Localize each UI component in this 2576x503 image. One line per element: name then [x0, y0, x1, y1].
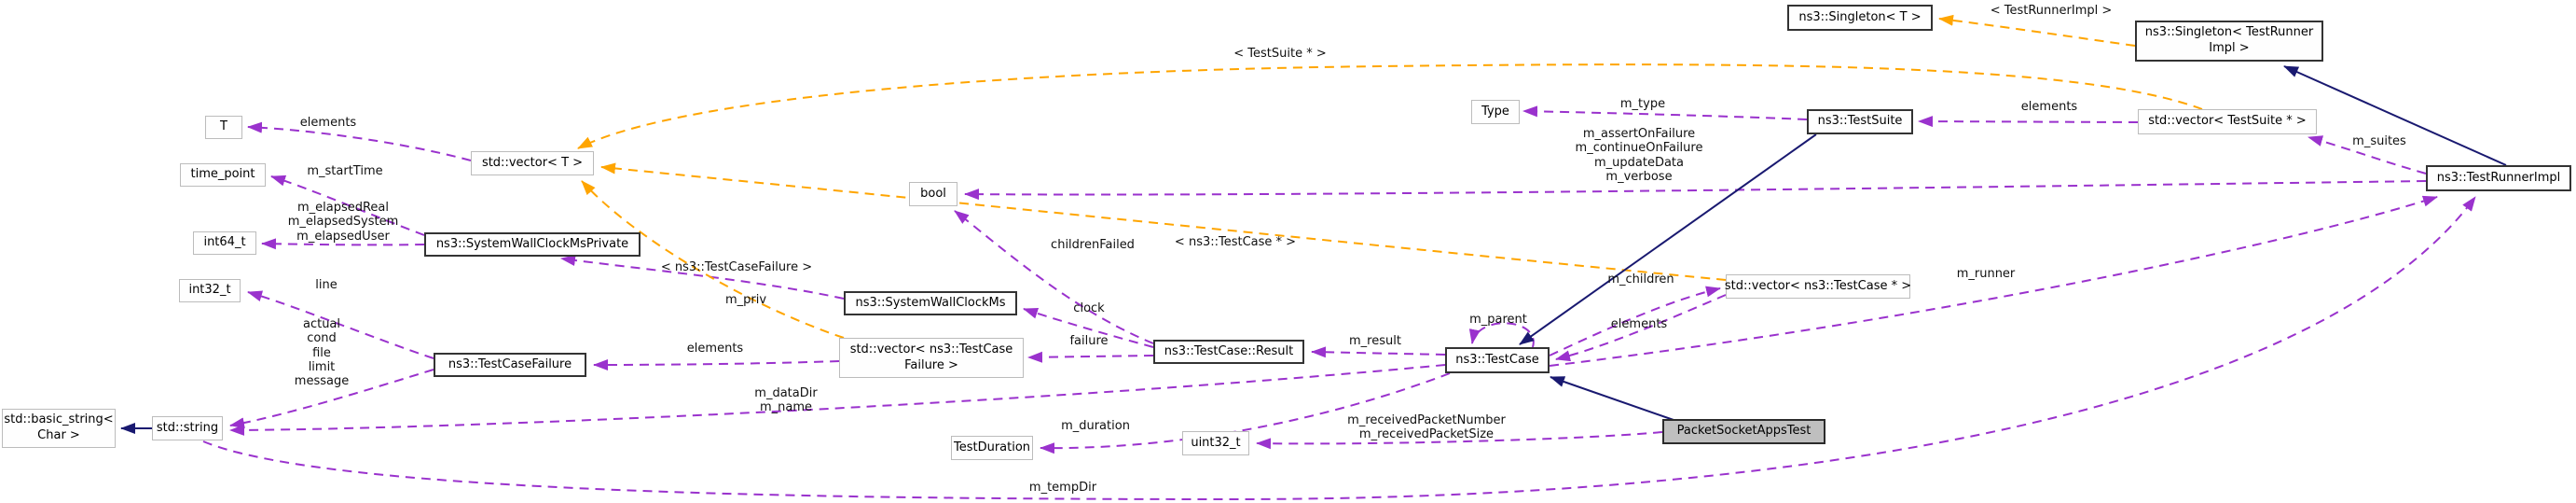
edge-label-m-dataDir-m-name: m_dataDir m_name — [754, 386, 818, 415]
edge-label-m-result: m_result — [1349, 334, 1401, 348]
edge-runner-flags — [964, 180, 2427, 201]
edge-label-tpl-testrunnerimpl: < TestRunnerImpl > — [1990, 4, 2113, 18]
edge-elements-vector-t — [247, 121, 472, 161]
edge-elements-tcf — [593, 358, 840, 370]
template-instance-edges — [577, 14, 2203, 339]
edge-label-failure: failure — [1069, 334, 1109, 348]
edge-tpl-testrunnerimpl — [1938, 14, 2136, 47]
edge-elements-testsuite — [1918, 116, 2139, 128]
inheritance-edges — [120, 65, 2507, 434]
edge-label-elements-vector-t: elements — [299, 116, 357, 130]
edge-label-m-parent: m_parent — [1469, 313, 1527, 327]
edge-label-m-priv: m_priv — [724, 293, 767, 307]
edge-label-elements-testcase: elements — [1610, 317, 1668, 331]
node-std-vector-t: std::vector< T > — [471, 151, 594, 175]
edge-m-parent-loop — [1468, 322, 1535, 348]
node-std-vector-testcase-ptr: std::vector< ns3::TestCase * > — [1725, 274, 1911, 299]
edge-m-children — [1549, 286, 1721, 356]
edge-tpl-testsuite — [577, 63, 2203, 149]
edge-label-elements-tcf: elements — [686, 342, 744, 356]
edge-testsuite-inherits — [1519, 133, 1817, 345]
edge-label-elements-testsuite: elements — [2020, 100, 2078, 114]
edge-label-tpl-testsuite: < TestSuite * > — [1233, 47, 1327, 61]
node-bool: bool — [909, 182, 957, 206]
edge-label-m-children: m_children — [1607, 272, 1674, 286]
edge-label-m-type: m_type — [1619, 97, 1666, 111]
node-ns3-testcasefailure[interactable]: ns3::TestCaseFailure — [434, 353, 586, 377]
edge-label-tpl-testcasefailure: < ns3::TestCaseFailure > — [660, 260, 813, 274]
node-uint32-t: uint32_t — [1182, 431, 1249, 455]
edge-m-runner — [1549, 195, 2438, 367]
edge-label-runner-flags: m_assertOnFailure m_continueOnFailure m_… — [1575, 127, 1703, 184]
edge-tpl-testcasefailure — [581, 180, 845, 339]
edge-label-m-elapsed: m_elapsedReal m_elapsedSystem m_elapsedU… — [287, 201, 399, 244]
node-std-vector-testsuite-ptr: std::vector< TestSuite * > — [2138, 109, 2317, 134]
edge-m-type — [1522, 105, 1808, 120]
edge-m-priv — [560, 255, 845, 300]
node-t: T — [205, 116, 242, 139]
node-ns3-systemwallclockms[interactable]: ns3::SystemWallClockMs — [844, 291, 1017, 315]
edge-label-m-received: m_receivedPacketNumber m_receivedPacketS… — [1347, 413, 1506, 442]
node-ns3-systemwallclockmsprivate[interactable]: ns3::SystemWallClockMsPrivate — [424, 232, 641, 257]
edge-label-tpl-testcase: < ns3::TestCase * > — [1174, 235, 1297, 249]
edge-m-suites — [2307, 135, 2427, 175]
node-int32-t: int32_t — [179, 279, 241, 302]
edge-m-tempDir — [202, 196, 2476, 501]
edge-failure — [1027, 351, 1154, 363]
node-ns3-testsuite[interactable]: ns3::TestSuite — [1807, 109, 1913, 134]
edge-label-line: line — [315, 278, 337, 292]
node-ns3-singleton-t[interactable]: ns3::Singleton< T > — [1787, 5, 1933, 31]
edge-label-m-duration: m_duration — [1061, 419, 1130, 433]
edge-tpl-testcase — [600, 162, 1727, 281]
edge-testrunnerimpl-inherits — [2283, 65, 2507, 166]
node-std-basic-string: std::basic_string<Char > — [2, 409, 116, 448]
node-std-string: std::string — [152, 416, 223, 440]
edge-m-dataDir-m-name — [229, 364, 1446, 436]
node-testduration: TestDuration — [951, 436, 1033, 460]
node-ns3-testcase-result[interactable]: ns3::TestCase::Result — [1153, 340, 1304, 364]
edge-m-elapsed — [261, 238, 425, 250]
edge-m-startTime — [270, 175, 425, 236]
node-ns3-testcase[interactable]: ns3::TestCase — [1445, 347, 1550, 373]
node-int64-t: int64_t — [193, 231, 256, 255]
edge-line — [247, 290, 434, 359]
edge-label-m-startTime: m_startTime — [307, 164, 383, 178]
edge-childrenFailed — [954, 210, 1154, 344]
edge-clock — [1023, 308, 1154, 348]
edge-label-failure-fields: actual cond file limit message — [294, 317, 350, 389]
node-time-point: time_point — [180, 163, 266, 187]
edge-label-m-suites: m_suites — [2352, 134, 2406, 148]
edge-label-clock: clock — [1073, 301, 1105, 315]
node-ns3-testrunnerimpl[interactable]: ns3::TestRunnerImpl — [2426, 165, 2571, 191]
edge-label-childrenFailed: childrenFailed — [1051, 238, 1135, 252]
edge-psat-inherits — [1550, 376, 1674, 421]
edge-label-m-tempDir: m_tempDir — [1028, 481, 1097, 495]
node-packetsocketappstest: PacketSocketAppsTest — [1662, 419, 1825, 444]
edge-m-result — [1311, 346, 1446, 358]
edge-label-m-runner: m_runner — [1956, 267, 2016, 281]
node-type: Type — [1471, 100, 1520, 124]
edge-elements-testcase — [1555, 294, 1727, 362]
